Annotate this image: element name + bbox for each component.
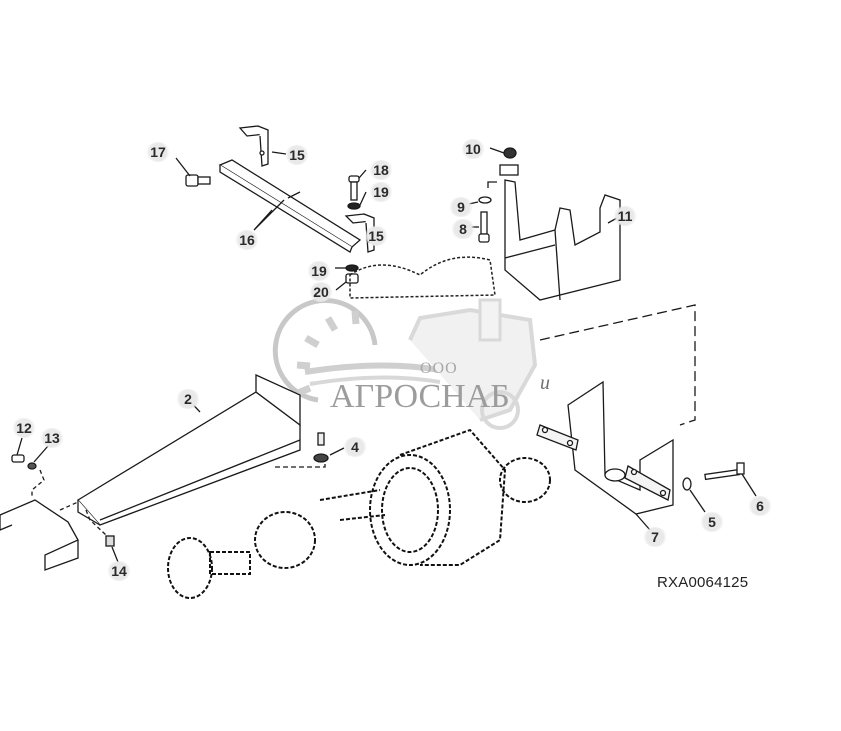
callout-13: 13 [40, 428, 64, 448]
watermark-logo-icon [272, 298, 538, 430]
callout-6: 6 [748, 496, 772, 516]
callout-9: 9 [449, 197, 473, 217]
conical-guard-2-icon [76, 373, 301, 526]
support-bar-16-icon [218, 159, 362, 253]
callout-11: 11 [613, 206, 637, 226]
bolt-12-icon [11, 454, 25, 463]
clip-14-icon [105, 535, 115, 547]
callout-15b: 15 [364, 226, 388, 246]
washer-9-icon [478, 196, 492, 204]
washer-5-icon [682, 477, 692, 491]
callout-17: 17 [146, 142, 170, 162]
figure-code: RXA0064125 [657, 574, 749, 591]
callout-19b: 19 [307, 261, 331, 281]
washer-19b-icon [345, 264, 359, 272]
callout-7: 7 [643, 527, 667, 547]
nut-10-icon [503, 147, 517, 159]
bolt-18-icon [348, 175, 360, 201]
angle-bracket-15a-icon [238, 125, 269, 167]
strap-7-icon [536, 424, 671, 501]
nut-20-icon [345, 273, 359, 284]
end-shield-icon [0, 499, 79, 571]
bolt-17-icon [185, 174, 211, 187]
callout-12: 12 [12, 418, 36, 438]
callout-4: 4 [343, 437, 367, 457]
callout-20: 20 [309, 282, 333, 302]
callout-19a: 19 [369, 182, 393, 202]
callout-5: 5 [700, 512, 724, 532]
bolt-8-icon [478, 211, 490, 243]
phantom-gearbox-icon [349, 256, 496, 299]
callout-15a: 15 [285, 145, 309, 165]
callout-18: 18 [369, 160, 393, 180]
callout-16: 16 [235, 230, 259, 250]
nut-4-icon [313, 453, 329, 463]
watermark-suffix: u [540, 372, 550, 394]
watermark-prefix: ООО [420, 360, 458, 377]
parts-linework [0, 125, 757, 571]
watermark-company-name: АГРОСНАБ [330, 378, 510, 415]
callout-10: 10 [461, 139, 485, 159]
callout-8: 8 [451, 219, 475, 239]
washer-19-icon [347, 202, 361, 210]
callout-14: 14 [107, 561, 131, 581]
nut-13-icon [27, 462, 37, 470]
callout-2: 2 [176, 389, 200, 409]
bolt-6-icon [704, 462, 745, 481]
phantom-axle-assembly-icon [167, 428, 551, 599]
shield-plate-11-icon [499, 164, 621, 301]
